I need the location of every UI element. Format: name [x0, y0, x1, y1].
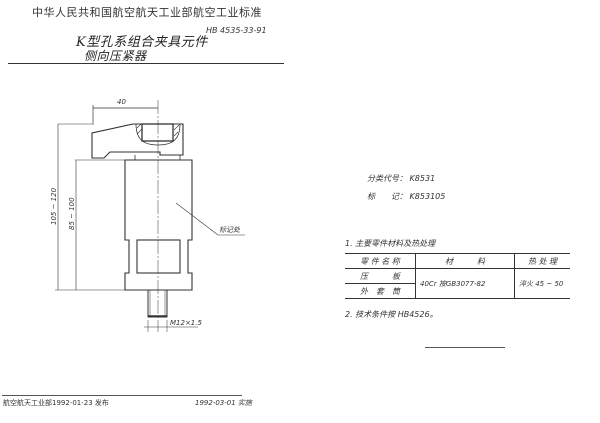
note-2: 2. 技术条件按 HB4526。: [345, 310, 438, 319]
dim-width-label: 40: [117, 98, 126, 106]
parts-material-table: 零 件 名 称 材 料 热 处 理 压 板 40Cr 按GB3077-82 淬火…: [345, 253, 570, 299]
signature-line: [425, 347, 505, 348]
footer-divider: [2, 395, 242, 396]
class-code-label: 分类代号：: [367, 174, 407, 183]
heat-treatment-cell: 淬火 45 ~ 50: [519, 279, 564, 288]
class-code-value: K8531: [409, 174, 436, 183]
header-heat-treatment: 热 处 理: [527, 256, 558, 266]
header-divider: [8, 63, 284, 64]
marking-label: 标 记：: [367, 192, 407, 201]
document-title: K型孔系组合夹具元件: [76, 35, 208, 50]
dim-body-height-label: 85 ~ 100: [68, 197, 76, 230]
marking-callout-label: 标记处: [219, 226, 241, 234]
part-name-cell: 压 板: [345, 268, 416, 284]
thread-spec-label: M12×1.5: [170, 319, 202, 327]
header-material: 材 料: [415, 253, 515, 269]
material-cell: 40Cr 按GB3077-82: [415, 268, 515, 299]
note-1: 1. 主要零件材料及热处理: [345, 239, 436, 248]
table-row: 压 板 40Cr 按GB3077-82 淬火 45 ~ 50: [345, 268, 570, 299]
table-row: 外 套 筒: [345, 283, 570, 299]
part-name-cell: 外 套 筒: [345, 283, 416, 299]
issue-date: 航空航天工业部1992-01-23 发布: [3, 399, 109, 407]
document-subtitle: 侧向压紧器: [84, 49, 147, 63]
marking-value: K853105: [409, 192, 446, 201]
effective-date: 1992-03-01 实施: [195, 399, 252, 407]
marking-row: 标 记： K853105: [367, 191, 445, 202]
issuing-organization: 中华人民共和国航空航天工业部航空工业标准: [32, 6, 262, 19]
standard-number: HB 4535-33-91: [206, 26, 267, 35]
dim-total-height-label: 105 ~ 120: [50, 187, 58, 225]
header-part-name: 零 件 名 称: [345, 253, 416, 269]
table-header-row: 零 件 名 称 材 料 热 处 理: [345, 253, 570, 269]
class-code-row: 分类代号： K8531: [367, 173, 435, 184]
